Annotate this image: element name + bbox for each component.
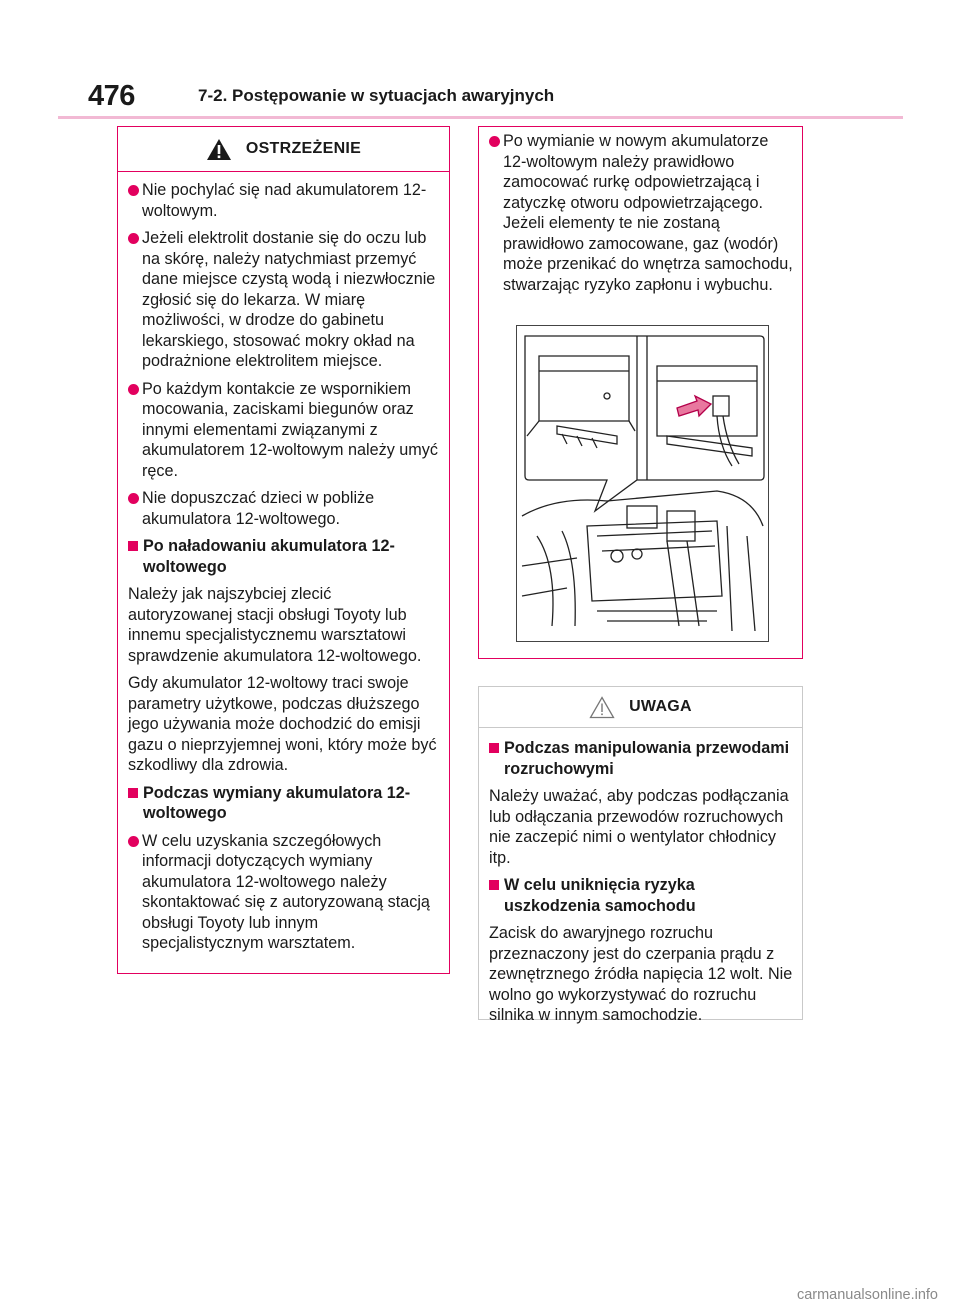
bullet-dot-icon: [489, 136, 500, 147]
subheading: Po naładowaniu akumulatora 12-woltowego: [128, 536, 440, 577]
subheading: Podczas manipulowania przewodami rozruch…: [489, 738, 793, 779]
square-marker-icon: [128, 787, 138, 798]
subheading: W celu uniknięcia ryzyka uszkodzenia sam…: [489, 875, 793, 916]
paragraph: Należy uważać, aby podczas podłączania l…: [489, 786, 793, 868]
subheading-text: Podczas manipulowania przewodami rozruch…: [504, 739, 790, 778]
header-divider: [58, 116, 903, 119]
battery-illustration: [516, 325, 769, 642]
square-marker-icon: [128, 541, 138, 551]
bullet-text: Po każdym kontakcie ze wspornikiem mocow…: [142, 379, 438, 480]
bullet-dot-icon: [128, 233, 139, 244]
square-marker-icon: [489, 880, 499, 890]
caution-triangle-icon: [589, 695, 615, 718]
warning-continued-content: Po wymianie w nowym akumulatorze 12-wolt…: [479, 127, 802, 295]
paragraph: Należy jak najszybciej zlecić autoryzowa…: [128, 584, 440, 666]
section-title: 7-2. Postępowanie w sytuacjach awaryjnyc…: [198, 86, 555, 105]
warning-box: OSTRZEŻENIE Nie pochylać się nad akumula…: [117, 126, 450, 974]
bullet-dot-icon: [128, 185, 139, 196]
square-marker-icon: [489, 743, 499, 753]
notice-box-title: UWAGA: [479, 687, 802, 728]
paragraph-text: Gdy akumulator 12-woltowy traci swoje pa…: [128, 674, 437, 774]
warning-triangle-icon: [206, 138, 231, 160]
bullet-text: Nie dopuszczać dzieci w pobliże akumulat…: [142, 489, 375, 528]
bullet-item: Nie pochylać się nad akumulatorem 12-wol…: [128, 180, 440, 221]
bullet-dot-icon: [128, 383, 139, 395]
bullet-item: Jeżeli elektrolit dostanie się do oczu l…: [128, 228, 440, 372]
subheading-text: W celu uniknięcia ryzyka uszkodzenia sam…: [504, 876, 696, 915]
bullet-text: Nie pochylać się nad akumulatorem 12-wol…: [142, 181, 427, 220]
bullet-dot-icon: [128, 835, 139, 847]
notice-title-text: UWAGA: [629, 698, 692, 715]
bullet-dot-icon: [128, 493, 139, 504]
warning-box-title: OSTRZEŻENIE: [118, 127, 449, 172]
bullet-text: W celu uzyskania szczegółowych informacj…: [142, 831, 430, 953]
bullet-item: W celu uzyskania szczegółowych informacj…: [128, 831, 440, 954]
page-header: 476 7-2. Postępowanie w sytuacjach awary…: [88, 78, 554, 114]
bullet-item: Po wymianie w nowym akumulatorze 12-wolt…: [489, 131, 793, 295]
page-number: 476: [88, 79, 135, 112]
paragraph: Gdy akumulator 12-woltowy traci swoje pa…: [128, 673, 440, 776]
notice-box: UWAGA Podczas manipulowania przewodami r…: [478, 686, 803, 1024]
paragraph: Zacisk do awaryjnego rozruchu przeznaczo…: [489, 923, 793, 1026]
subheading: Podczas wymiany akumulatora 12-woltowego: [128, 783, 440, 824]
subheading-text: Podczas wymiany akumulatora 12-woltowego: [143, 783, 411, 823]
warning-continued-box: Po wymianie w nowym akumulatorze 12-wolt…: [478, 126, 803, 659]
bullet-text: Jeżeli elektrolit dostanie się do oczu l…: [142, 229, 436, 370]
paragraph-text: Zacisk do awaryjnego rozruchu przeznaczo…: [489, 924, 793, 1024]
notice-box-content: Podczas manipulowania przewodami rozruch…: [479, 728, 802, 1026]
bullet-item: Nie dopuszczać dzieci w pobliże akumulat…: [128, 488, 440, 529]
watermark: carmanualsonline.info: [796, 1287, 938, 1303]
paragraph-text: Należy uważać, aby podczas podłączania l…: [489, 787, 789, 867]
paragraph-text: Należy jak najszybciej zlecić autoryzowa…: [128, 585, 422, 665]
bullet-item: Po każdym kontakcie ze wspornikiem mocow…: [128, 379, 440, 482]
subheading-text: Po naładowaniu akumulatora 12-woltowego: [143, 537, 395, 576]
bullet-text: Po wymianie w nowym akumulatorze 12-wolt…: [503, 132, 793, 294]
warning-box-content: Nie pochylać się nad akumulatorem 12-wol…: [118, 172, 449, 954]
battery-vent-diagram: [521, 335, 765, 632]
warning-title-text: OSTRZEŻENIE: [245, 140, 362, 157]
